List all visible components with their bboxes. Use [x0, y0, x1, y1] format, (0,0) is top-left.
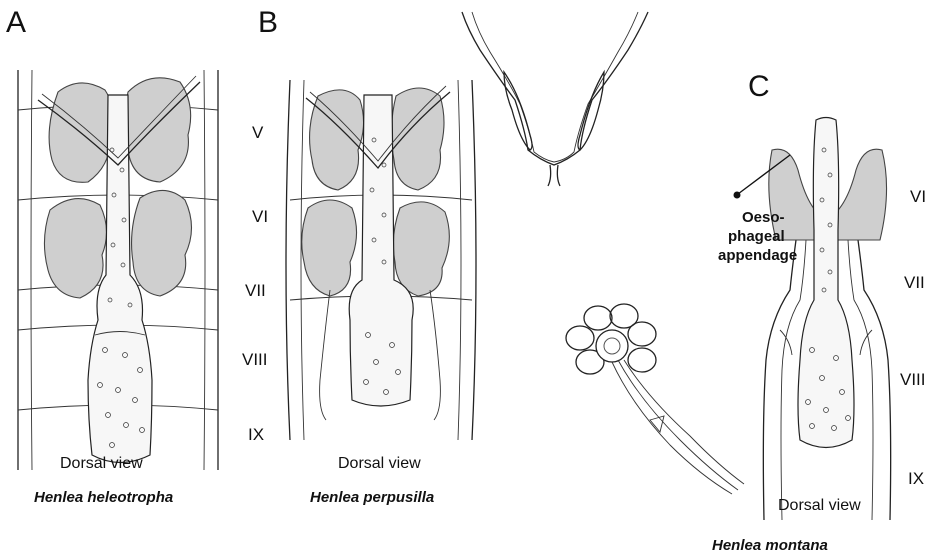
panel-a-view-caption: Dorsal view [60, 455, 143, 472]
panel-c-segment-labels: VI VII VIII IX [900, 187, 926, 488]
panel-a-segment-labels: V VI VII VIII IX [242, 123, 268, 444]
annotation-line: appendage [718, 247, 797, 264]
segment-label: VIII [900, 370, 926, 389]
segment-label: VII [245, 281, 266, 300]
segment-label: IX [248, 425, 264, 444]
panel-c-species-name: Henlea montana [712, 537, 828, 554]
spermatheca-rosette-drawing [566, 304, 744, 494]
panel-a-letter: A [6, 6, 26, 39]
segment-label: VI [252, 207, 268, 226]
annotation-dot [734, 192, 741, 199]
segment-label: IX [908, 469, 924, 488]
panel-b-species-name: Henlea perpusilla [310, 489, 434, 506]
panel-b: B [258, 6, 476, 506]
rosette-lobes [566, 304, 656, 374]
segment-label: VII [904, 273, 925, 292]
annotation-line: phageal [728, 228, 785, 245]
annotation-line: Oeso- [742, 209, 785, 226]
segment-label: VI [910, 187, 926, 206]
segment-label: V [252, 123, 264, 142]
panel-c-view-caption: Dorsal view [778, 497, 861, 514]
segment-label: VIII [242, 350, 268, 369]
panel-a: A [6, 6, 268, 506]
panel-c-letter: C [748, 70, 770, 103]
panel-b-view-caption: Dorsal view [338, 455, 421, 472]
spermatheca-drawing [462, 12, 648, 186]
panel-c: C [712, 70, 926, 554]
panel-a-species-name: Henlea heleotropha [34, 489, 173, 506]
panel-b-letter: B [258, 6, 278, 39]
